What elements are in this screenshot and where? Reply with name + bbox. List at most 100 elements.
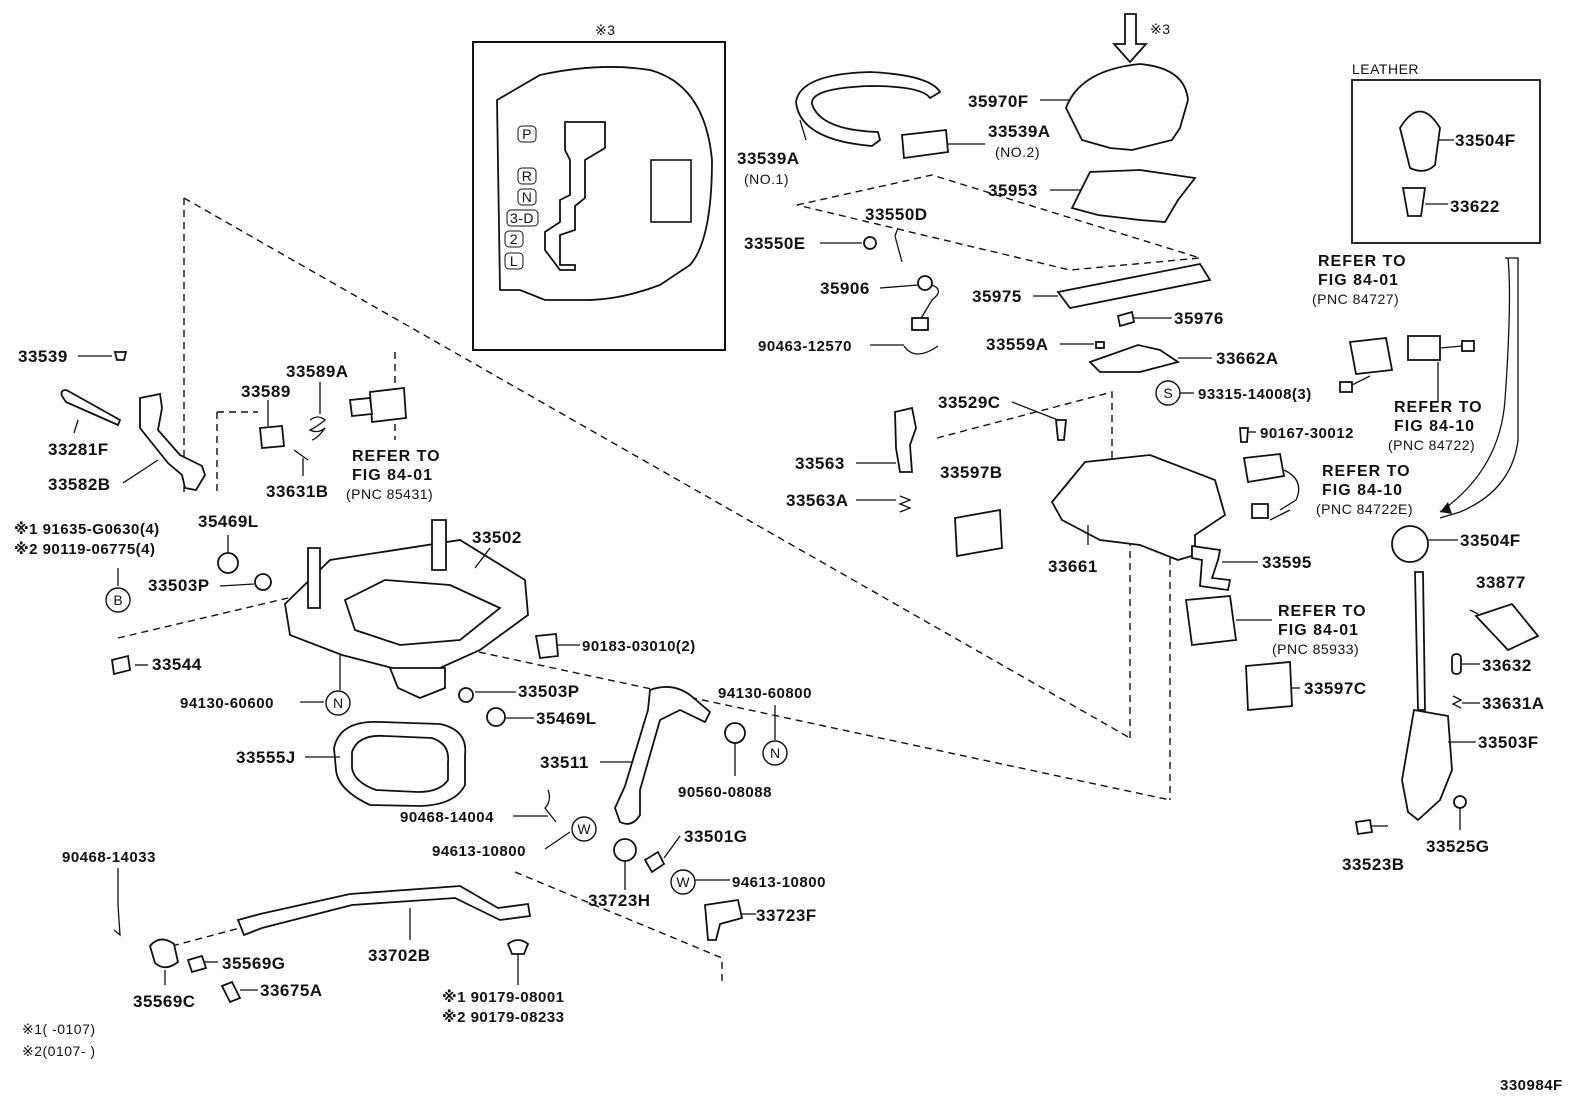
label-33544: 33544 <box>152 655 202 674</box>
svg-text:(PNC 84722E): (PNC 84722E) <box>1316 501 1413 517</box>
svg-text:FIG 84-01: FIG 84-01 <box>1278 622 1359 639</box>
inset-marker: ※3 <box>595 22 616 38</box>
label-33529C: 33529C <box>938 393 1001 412</box>
refer-to-85933: REFER TO FIG 84-01 (PNC 85933) <box>1272 603 1367 657</box>
label-33503P-upper: 33503P <box>148 576 210 595</box>
alt-b-line1: ※1 91635-G0630(4) <box>14 520 160 538</box>
label-90463-12570: 90463-12570 <box>758 338 852 355</box>
label-33563: 33563 <box>795 454 845 473</box>
label-35975: 35975 <box>972 287 1022 306</box>
svg-text:REFER TO: REFER TO <box>1394 399 1483 416</box>
label-93315-14008: 93315-14008(3) <box>1198 386 1312 403</box>
gate-label-r: R <box>517 167 537 185</box>
alt-b-line2: ※2 90119-06775(4) <box>14 540 156 558</box>
label-94130-60800: 94130-60800 <box>718 685 812 702</box>
label-33501G: 33501G <box>684 827 748 846</box>
label-33702B: 33702B <box>368 946 431 965</box>
label-33559A: 33559A <box>986 335 1049 354</box>
svg-text:(PNC 84727): (PNC 84727) <box>1312 291 1399 307</box>
part-sketches <box>60 63 1540 1004</box>
svg-text:R: R <box>522 168 533 184</box>
label-33595: 33595 <box>1262 553 1312 572</box>
badge-w-left: W <box>571 816 597 842</box>
label-33589: 33589 <box>241 382 291 401</box>
label-35906: 35906 <box>820 279 870 298</box>
label-33662A: 33662A <box>1216 349 1279 368</box>
label-33503P-lower: 33503P <box>518 682 580 701</box>
footnote-2: ※2(0107- ) <box>22 1043 96 1059</box>
label-33539: 33539 <box>18 347 68 366</box>
label-35569G: 35569G <box>222 954 286 973</box>
badge-n-left: N <box>325 690 351 716</box>
arrow-marker: ※3 <box>1150 21 1171 37</box>
footnote-1: ※1( -0107) <box>22 1021 96 1037</box>
svg-text:(PNC 85933): (PNC 85933) <box>1272 641 1359 657</box>
svg-text:W: W <box>676 874 690 890</box>
footnotes: ※1( -0107) ※2(0107- ) <box>22 1021 96 1059</box>
label-90468-14033: 90468-14033 <box>62 849 156 866</box>
label-94613-10800-left: 94613-10800 <box>432 843 526 860</box>
label-90167-30012: 90167-30012 <box>1260 425 1354 442</box>
label-33503F: 33503F <box>1478 733 1539 752</box>
label-35976: 35976 <box>1174 309 1224 328</box>
shift-gate-inset: ※3 P R N 3-D 2 L <box>472 22 726 351</box>
svg-text:REFER TO: REFER TO <box>1322 463 1411 480</box>
label-33539A-no2: 33539A <box>988 122 1051 141</box>
label-33555J: 33555J <box>236 748 296 767</box>
leather-knob-box: LEATHER <box>1351 61 1541 244</box>
alt-bottom-line1: ※1 90179-08001 <box>442 988 565 1006</box>
label-35569C: 35569C <box>133 992 196 1011</box>
gate-label-p: P <box>517 125 537 143</box>
svg-text:2: 2 <box>510 231 518 247</box>
refer-to-84727: REFER TO FIG 84-01 (PNC 84727) <box>1312 253 1407 307</box>
label-33675A: 33675A <box>260 981 323 1000</box>
leather-label: LEATHER <box>1352 61 1419 77</box>
label-33550E: 33550E <box>744 234 806 253</box>
assembly-dashed-lines <box>117 174 1201 985</box>
label-33504F: 33504F <box>1460 531 1521 550</box>
leader-lines <box>73 99 1480 991</box>
refer-to-85431: REFER TO FIG 84-01 (PNC 85431) <box>346 448 440 502</box>
label-33281F: 33281F <box>48 440 109 459</box>
label-94613-10800-right: 94613-10800 <box>732 874 826 891</box>
label-33877: 33877 <box>1476 573 1526 592</box>
figure-id: 330984F <box>1500 1077 1563 1094</box>
label-33597B: 33597B <box>940 463 1003 482</box>
svg-text:L: L <box>510 253 518 269</box>
svg-text:W: W <box>577 821 591 837</box>
label-35469L-upper: 35469L <box>198 512 259 531</box>
label-90183-03010: 90183-03010(2) <box>582 638 696 655</box>
label-33622: 33622 <box>1450 197 1500 216</box>
badge-w-right: W <box>670 869 696 895</box>
label-33632: 33632 <box>1482 656 1532 675</box>
label-33661: 33661 <box>1048 557 1098 576</box>
label-33597C: 33597C <box>1304 679 1367 698</box>
svg-text:S: S <box>1163 385 1172 401</box>
arrows: ※3 <box>1111 13 1511 514</box>
svg-text:(PNC 85431): (PNC 85431) <box>346 486 433 502</box>
gate-label-l: L <box>504 252 524 270</box>
svg-text:REFER TO: REFER TO <box>1278 603 1367 620</box>
gate-label-3d: 3-D <box>506 209 539 227</box>
svg-text:FIG 84-10: FIG 84-10 <box>1322 482 1403 499</box>
svg-text:B: B <box>113 592 122 608</box>
svg-text:REFER TO: REFER TO <box>1318 253 1407 270</box>
label-94130-60600: 94130-60600 <box>180 695 274 712</box>
alt-part-numbers: ※1 91635-G0630(4) ※2 90119-06775(4) ※1 9… <box>14 520 565 1026</box>
label-33539A-no1: 33539A <box>737 149 800 168</box>
label-90560-08088: 90560-08088 <box>678 784 772 801</box>
svg-text:N: N <box>522 189 533 205</box>
badge-n-right: N <box>762 740 788 766</box>
label-33589A: 33589A <box>286 362 349 381</box>
svg-text:FIG 84-01: FIG 84-01 <box>352 467 433 484</box>
svg-text:(PNC 84722): (PNC 84722) <box>1388 437 1475 453</box>
label-33504F-leather: 33504F <box>1455 131 1516 150</box>
svg-text:FIG 84-10: FIG 84-10 <box>1394 418 1475 435</box>
label-33502: 33502 <box>472 528 522 547</box>
badge-b: B <box>105 587 131 613</box>
label-33525G: 33525G <box>1426 837 1490 856</box>
label-33523B: 33523B <box>1342 855 1405 874</box>
svg-text:N: N <box>770 745 780 761</box>
alt-bottom-line2: ※2 90179-08233 <box>442 1008 565 1026</box>
